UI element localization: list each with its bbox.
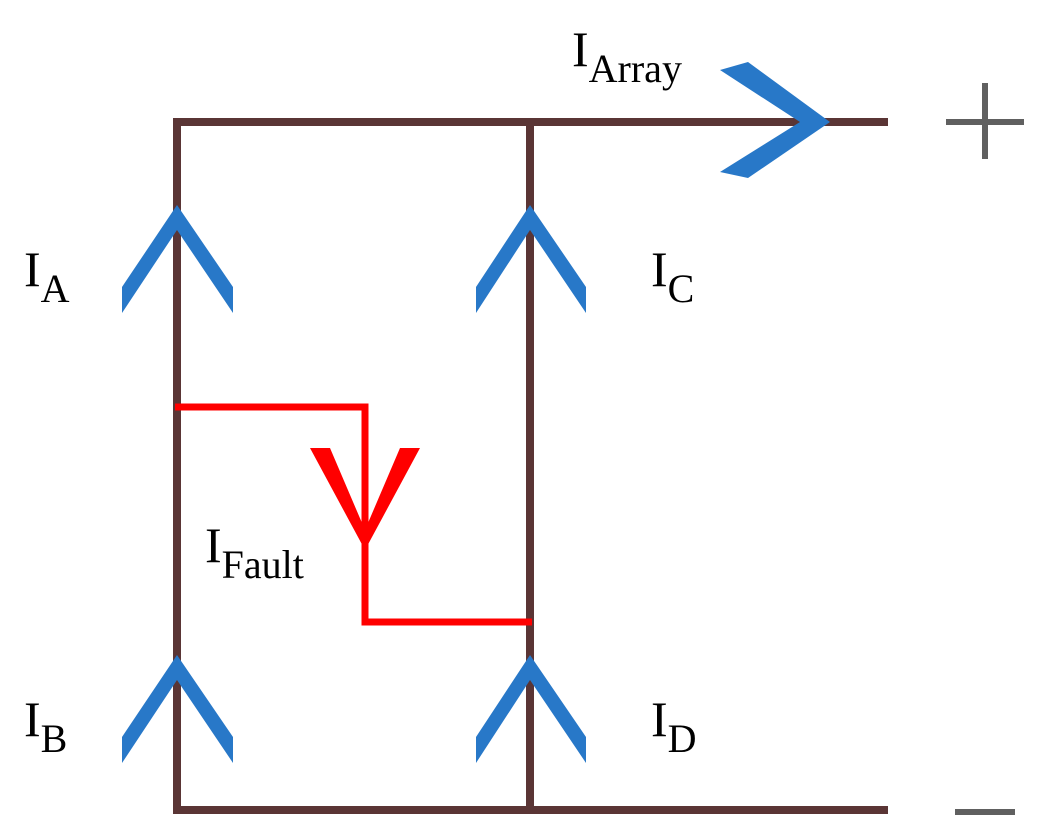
- circuit-wires: [173, 118, 888, 814]
- negative-terminal-label: −: [985, 819, 986, 821]
- label-i-d: ID: [651, 691, 697, 761]
- label-i-fault: IFault: [205, 517, 304, 587]
- arrow-i-d: [476, 655, 586, 763]
- current-arrows: [122, 62, 830, 763]
- label-i-b: IB: [24, 691, 67, 761]
- terminals: [946, 83, 1024, 815]
- arrow-i-b: [122, 655, 233, 763]
- label-i-c: IC: [651, 241, 694, 311]
- arrow-i-fault: [310, 448, 420, 550]
- positive-terminal: [946, 83, 1024, 159]
- arrow-i-array: [720, 62, 830, 178]
- label-i-a: IA: [24, 241, 70, 311]
- arrow-i-c: [476, 205, 586, 313]
- arrow-i-a: [122, 205, 233, 313]
- current-labels: IArray IA IC IB ID IFault: [24, 21, 697, 761]
- fault-path-wire: [175, 403, 532, 626]
- label-i-array: IArray: [572, 21, 682, 91]
